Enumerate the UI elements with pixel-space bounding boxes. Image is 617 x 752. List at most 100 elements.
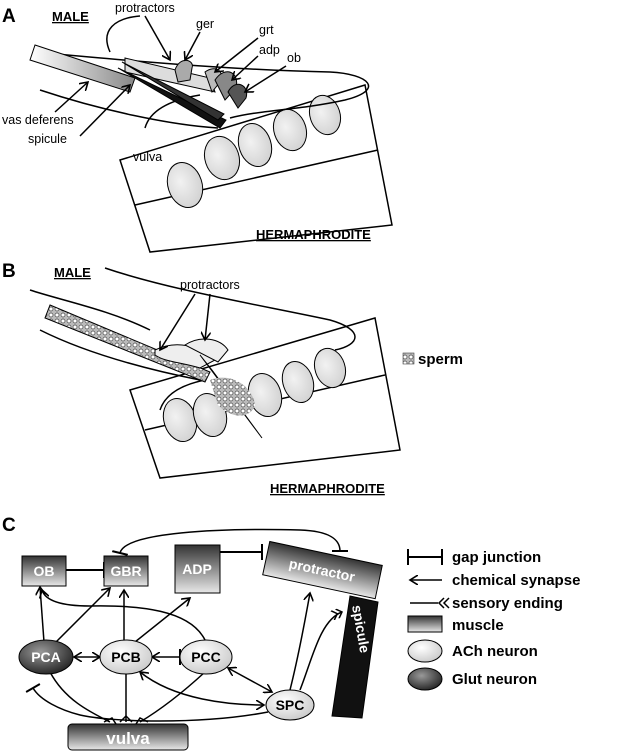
panel-a-protractors-pointer [144, 15, 170, 60]
gbr-node-label: GBR [110, 563, 141, 579]
pca-node-label: PCA [31, 649, 61, 665]
egg [281, 360, 315, 404]
edge-spicule-spc-sensory [299, 612, 342, 691]
panel-a-protractors-label: protractors [115, 1, 175, 15]
legend-ach-neuron-label: ACh neuron [452, 643, 538, 660]
panel-a-grt-pointer [215, 37, 259, 72]
panel-b-male-tail-upper [104, 267, 356, 351]
panel-b-protractors-pointer-2 [205, 293, 210, 340]
legend-ach-neuron-symbol [407, 639, 443, 663]
panel-b-male-tail-mid [29, 289, 151, 331]
panel-a-eggs [166, 94, 342, 208]
node-adp: ADP [174, 544, 221, 594]
panel-a-ger-pointer [185, 31, 201, 60]
spc-ach-neuron [265, 689, 315, 721]
panel-a-hermaphrodite-label: HERMAPHRODITE [256, 227, 371, 242]
panel-b-protractor-muscle-2 [184, 338, 229, 363]
edge-spc-protractor [289, 593, 310, 691]
panel-b-vulva-curve [159, 379, 206, 411]
vulva-sensory-ticks [103, 714, 149, 725]
ob-node-label: OB [34, 563, 55, 579]
edge-pcc-spc [228, 668, 272, 692]
panel-b-hermaphrodite-body [129, 317, 401, 479]
edge-pcb-spc [140, 672, 264, 705]
panel-b-sperm-icon [402, 352, 415, 365]
edge-gbr-protractor-gap [111, 528, 349, 556]
spicule-shape [331, 595, 379, 719]
panel-a-male-tail-lower [39, 89, 219, 129]
edge-pcb-adp [134, 598, 190, 643]
protractor-muscle-box [262, 540, 383, 600]
panel-c-legend: gap junction chemical synapse sensory en… [407, 549, 580, 691]
sensory-tick [103, 717, 117, 725]
panel-c-letter: C [2, 515, 16, 536]
sensory-tick [119, 714, 133, 723]
node-spicule: spicule [331, 595, 379, 719]
panel-b-letter: B [2, 261, 16, 282]
panel-a-ob-muscle [227, 83, 248, 109]
edge-spc-pca-gap [25, 683, 269, 722]
panel-b-sperm-label: sperm [418, 351, 463, 368]
node-spc: SPC [265, 689, 315, 721]
legend-sensory-ending-label: sensory ending [452, 595, 563, 612]
panel-c-edges [25, 528, 349, 725]
node-gbr: GBR [103, 555, 149, 587]
ob-muscle-box [21, 555, 67, 587]
egg [237, 123, 273, 167]
panel-a-protractor-arc [106, 15, 141, 53]
legend-muscle-label: muscle [452, 617, 504, 634]
panel-a-spicule [117, 67, 227, 129]
panel-b-male-label: MALE [54, 265, 91, 280]
panel-c: C [2, 515, 580, 751]
panel-b-protractors-pointer-1 [160, 293, 196, 350]
panel-a-adp-label: adp [259, 43, 280, 57]
edge-pcc-ob [42, 590, 206, 641]
edge-pca-ob [40, 587, 44, 643]
panel-a-vas-deferens-label: vas deferens [2, 113, 74, 127]
legend-gap-junction-label: gap junction [452, 549, 541, 566]
panel-b: B MALE protractors sperm HERMAPHROD [2, 261, 463, 496]
node-pca: PCA [18, 639, 74, 675]
egg [166, 162, 204, 208]
panel-a-spicule-pointer [79, 85, 130, 137]
panel-a-vulva-label: vulva [133, 150, 162, 164]
panel-a-ob-label: ob [287, 51, 301, 65]
egg [308, 94, 342, 136]
panel-a-vulva-curve [144, 94, 201, 129]
vulva-node-label: vulva [106, 729, 150, 748]
egg [203, 135, 241, 181]
node-pcb: PCB [99, 639, 153, 675]
panel-a-ob-pointer [245, 65, 287, 92]
legend-chemical-synapse-label: chemical synapse [452, 572, 580, 589]
adp-muscle-box [174, 544, 221, 594]
panel-a-vas-deferens-pointer [54, 82, 88, 113]
vulva-box [67, 723, 189, 751]
panel-a: A MALE protractors ger [2, 1, 393, 253]
panel-a-grt-label: grt [259, 23, 274, 37]
adp-node-label: ADP [182, 561, 212, 577]
panel-b-hermaphrodite-label: HERMAPHRODITE [270, 481, 385, 496]
legend-glut-neuron-symbol [407, 667, 443, 691]
pcb-node-label: PCB [111, 649, 141, 665]
panel-a-ger-label: ger [196, 17, 214, 31]
pca-glut-neuron [18, 639, 74, 675]
edge-pca-gbr [54, 588, 110, 644]
spc-node-label: SPC [276, 697, 305, 713]
legend-sensory-ending-symbol [437, 597, 450, 609]
node-pcc: PCC [179, 639, 233, 675]
pcc-ach-neuron [179, 639, 233, 675]
panel-a-letter: A [2, 6, 16, 27]
legend-glut-neuron-label: Glut neuron [452, 671, 537, 688]
pcb-ach-neuron [99, 639, 153, 675]
gbr-muscle-box [103, 555, 149, 587]
panel-b-sperm-cloud [210, 377, 255, 416]
edge-pcc-vulva [139, 671, 206, 723]
panel-a-spicule-label: spicule [28, 132, 67, 146]
egg [313, 347, 347, 389]
panel-a-male-label: MALE [52, 9, 89, 24]
panel-b-protractors-label: protractors [180, 278, 240, 292]
pcc-node-label: PCC [191, 649, 221, 665]
panel-b-male-tail-lower [39, 329, 201, 381]
node-protractor: protractor [262, 540, 383, 600]
